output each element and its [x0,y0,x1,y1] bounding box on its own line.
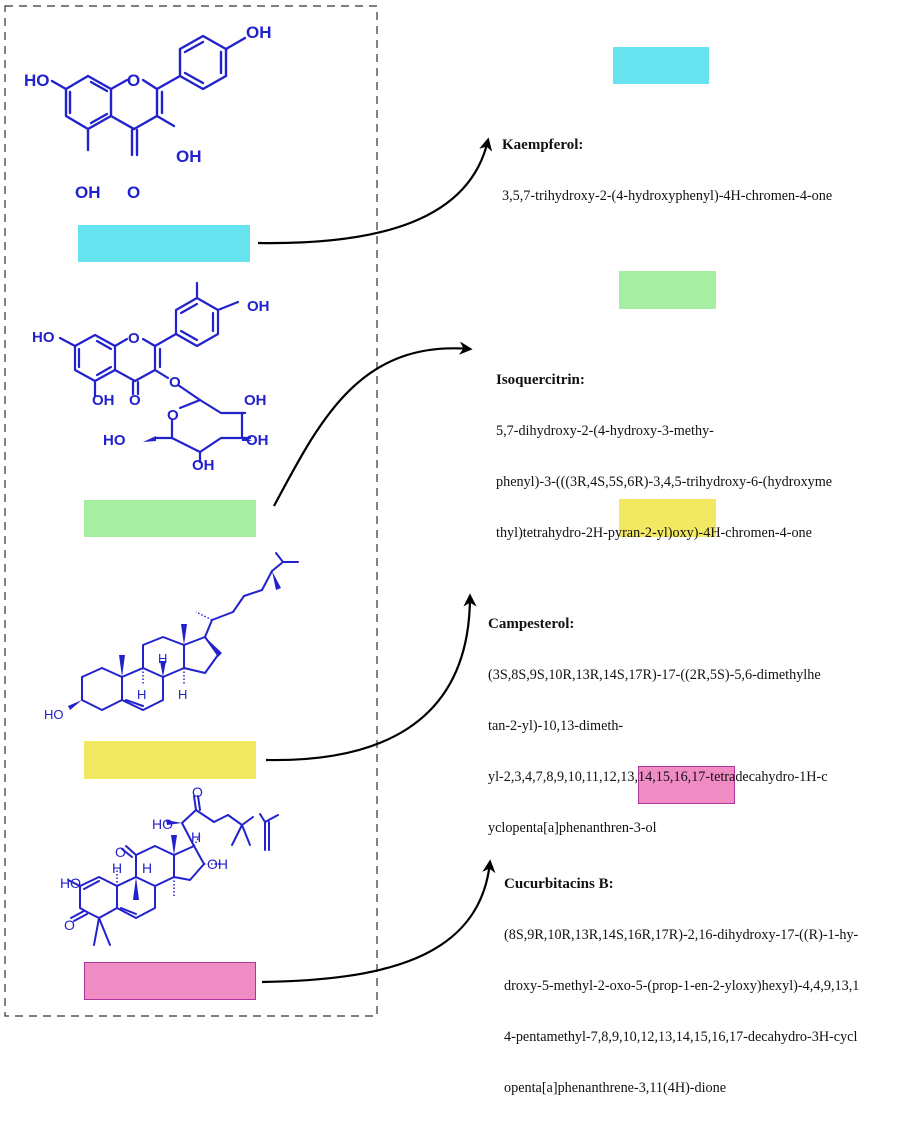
iupac-line: 5,7-dihydroxy-2-(4-hydroxy-3-methy- [496,423,714,439]
atom-label: OH [207,856,228,872]
atom-label: H [142,860,152,876]
iupac-line: yclopenta[a]phenanthren-3-ol [488,820,657,836]
arrow-cucurbitacin-b [261,859,496,984]
campesterol-swatch-right [619,499,716,537]
atom-label: OH [75,183,101,202]
arrow-campesterol [265,593,477,762]
compound-name: Cucurbitacins B: [504,876,614,892]
atom-label: OH [244,392,267,409]
atom-label: H [158,651,167,666]
iupac-line: 3,5,7-trihydroxy-2-(4-hydroxyphenyl)-4H-… [502,188,833,204]
atom-label: O [192,784,203,800]
kaempferol-structure [50,34,247,157]
atom-label: HO [44,707,64,722]
figure: OH HO O OH OH O [4,5,859,1096]
atom-label: O [128,330,140,347]
atom-label: O [64,917,75,933]
compound-name: Kaempferol: [502,137,584,153]
iupac-line: tan-2-yl)-10,13-dimeth- [488,718,624,734]
iupac-line: phenyl)-3-(((3R,4S,5S,6R)-3,4,5-trihydro… [496,474,833,490]
iupac-line: (3S,8S,9S,10R,13R,14S,17R)-17-((2R,5S)-5… [488,667,821,683]
arrow-kaempferol [257,137,493,245]
kaempferol-swatch-left [78,225,250,262]
atom-label: O [167,407,179,424]
campesterol-structure [81,552,299,711]
isoquercitrin-structure [58,281,252,464]
kaempferol-description: Kaempferol: 3,5,7-trihydroxy-2-(4-hydrox… [502,103,832,239]
cucurbitacin-b-description: Cucurbitacins B: (8S,9R,10R,13R,14S,16R,… [504,842,859,1131]
atom-label: H [112,860,122,876]
atom-label: OH [246,432,269,449]
campesterol-description: Campesterol: (3S,8S,9S,10R,13R,14S,17R)-… [488,582,828,871]
iupac-line: thyl)tetrahydro-2H-pyran-2-yl)oxy)-4H-ch… [496,525,812,541]
atom-label: HO [32,329,55,346]
atom-label: O [115,844,126,860]
atom-label: H [178,687,187,702]
structures-panel-border [4,5,378,1017]
atom-label: H [191,829,201,845]
iupac-line: (8S,9R,10R,13R,14S,16R,17R)-2,16-dihydro… [504,927,859,943]
atom-label: HO [152,816,173,832]
atom-label: HO [24,71,50,90]
isoquercitrin-description: Isoquercitrin: 5,7-dihydroxy-2-(4-hydrox… [496,338,832,576]
atom-label: OH [247,298,270,315]
atom-label: O [169,374,181,391]
atom-label: O [129,392,141,409]
atom-label: OH [192,457,215,474]
atom-label: OH [92,392,115,409]
cucurbitacin-b-swatch-right [638,766,735,804]
atom-label: H [137,687,146,702]
atom-label: O [127,71,140,90]
arrow-isoquercitrin [273,341,473,507]
iupac-line: droxy-5-methyl-2-oxo-5-(prop-1-en-2-ylox… [504,978,860,994]
cucurbitacin-b-swatch-left [84,962,256,1000]
atom-label: OH [246,23,272,42]
campesterol-swatch-left [84,741,256,779]
isoquercitrin-swatch-left [84,500,256,537]
isoquercitrin-swatch-right [619,271,716,309]
compound-name: Campesterol: [488,616,575,632]
iupac-line: openta[a]phenanthrene-3,11(4H)-dione [504,1080,727,1096]
kaempferol-swatch-right [613,47,709,84]
atom-label: OH [176,147,202,166]
compound-name: Isoquercitrin: [496,372,585,388]
iupac-line: yl-2,3,4,7,8,9,10,11,12,13,14,15,16,17-t… [488,769,828,785]
atom-label: O [127,183,140,202]
iupac-line: 4-pentamethyl-7,8,9,10,12,13,14,15,16,17… [504,1029,858,1045]
atom-label: HO [103,432,126,449]
atom-label: HO [60,875,81,891]
cucurbitacin-b-structure [67,795,279,946]
